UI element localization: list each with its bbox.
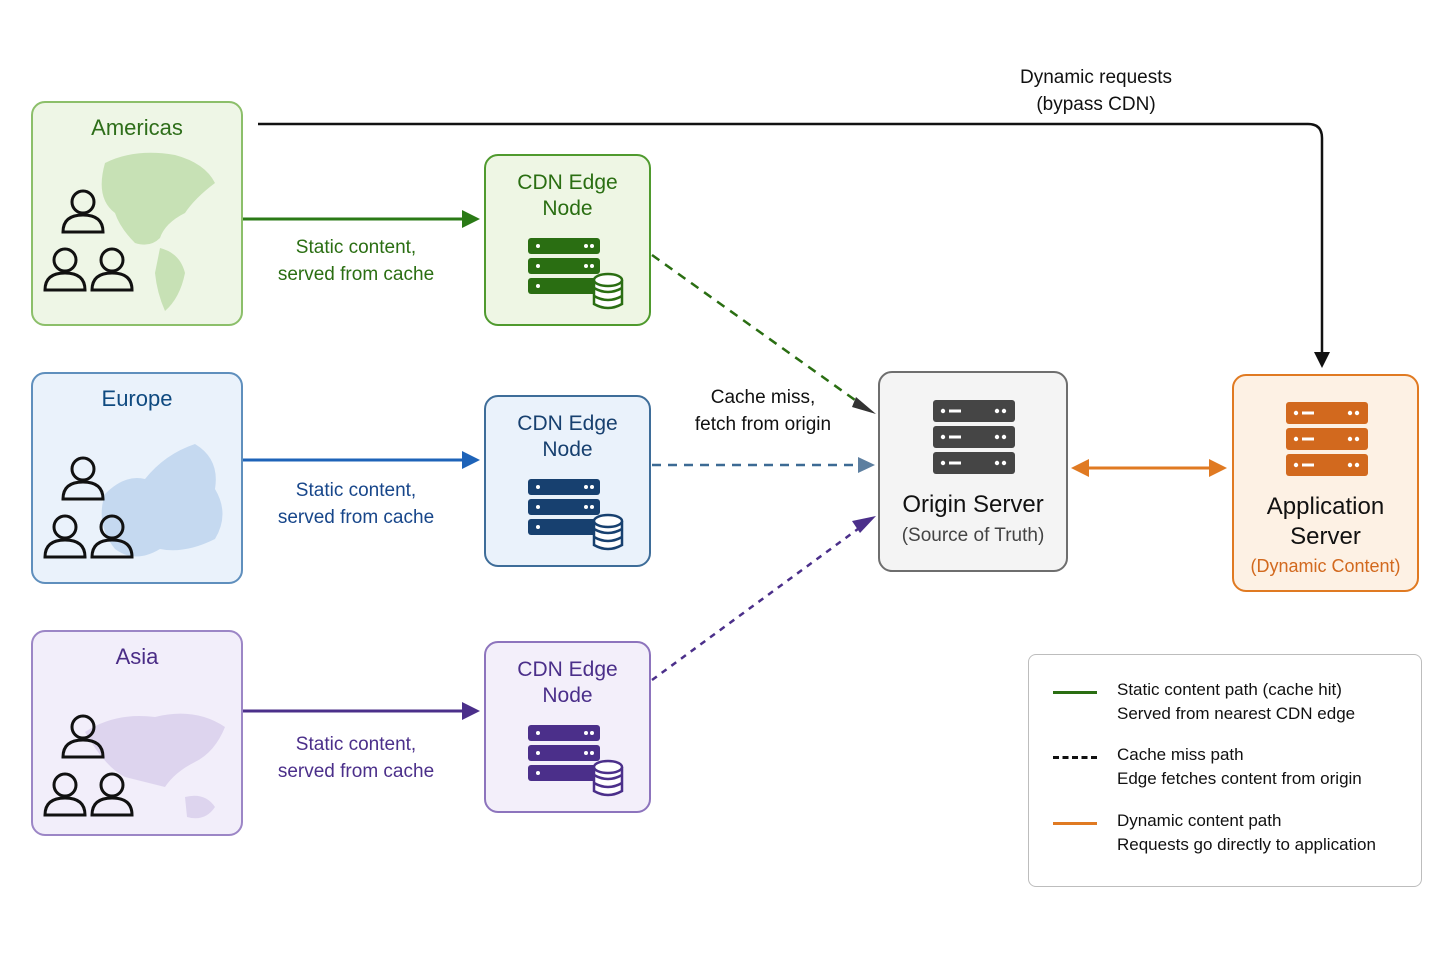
server-stack-icon xyxy=(528,479,624,551)
database-icon xyxy=(592,272,624,310)
region-title: Asia xyxy=(115,644,159,669)
cdn-edge-node-asia: CDN Edge Node xyxy=(484,641,651,813)
region-americas: Americas xyxy=(31,101,243,326)
users-icon xyxy=(43,189,134,292)
americas-static-arrowhead xyxy=(462,210,480,228)
cdn-edge-node-europe: CDN Edge Node xyxy=(484,395,651,567)
static-content-label-americas: Static content, served from cache xyxy=(252,234,460,288)
world-map-icon xyxy=(101,152,215,311)
asia-cache-miss-line xyxy=(651,524,863,682)
europe-static-arrowhead xyxy=(462,451,480,469)
app-server-title-line1: Application xyxy=(1266,493,1385,520)
legend-item-desc: Served from nearest CDN edge xyxy=(1117,704,1356,723)
edge-node-title-line1: CDN Edge xyxy=(517,412,618,435)
origin-server: Origin Server (Source of Truth) xyxy=(878,371,1068,572)
legend-solid-green-swatch xyxy=(1053,691,1097,694)
server-stack-icon xyxy=(933,400,1015,474)
app-server-subtitle: (Dynamic Content) xyxy=(1250,556,1401,576)
dynamic-requests-label: Dynamic requests (bypass CDN) xyxy=(990,64,1202,118)
americas-cache-miss-line xyxy=(651,253,863,407)
static-content-label-europe: Static content, served from cache xyxy=(252,477,460,531)
users-icon xyxy=(43,714,134,817)
static-label-line2: served from cache xyxy=(277,761,435,782)
legend-item-cache-miss: Cache miss path Edge fetches content fro… xyxy=(1117,743,1362,791)
region-title: Americas xyxy=(91,115,183,140)
legend-item-desc: Requests go directly to application xyxy=(1117,835,1376,854)
cdn-edge-node-americas: CDN Edge Node xyxy=(484,154,651,326)
legend-solid-orange-swatch xyxy=(1053,822,1097,825)
dynamic-label-line1: Dynamic requests xyxy=(1019,67,1173,88)
legend-item-static: Static content path (cache hit) Served f… xyxy=(1117,678,1355,726)
legend-item-desc: Edge fetches content from origin xyxy=(1117,769,1362,788)
app-server-title: Application Server xyxy=(1234,492,1417,552)
edge-node-title-line2: Node xyxy=(542,197,593,220)
origin-app-arrowhead-right xyxy=(1209,459,1227,477)
edge-node-title-line2: Node xyxy=(542,684,593,707)
legend-item-title: Static content path (cache hit) xyxy=(1117,680,1342,699)
static-label-line2: served from cache xyxy=(277,507,435,528)
server-stack-icon xyxy=(1286,402,1368,476)
cache-miss-line1: Cache miss, xyxy=(710,387,816,408)
server-stack-icon xyxy=(528,238,624,310)
dynamic-label-line2: (bypass CDN) xyxy=(1036,94,1156,115)
users-icon xyxy=(43,456,134,559)
static-label-line1: Static content, xyxy=(295,480,417,501)
edge-node-title: CDN Edge Node xyxy=(486,170,649,222)
europe-cache-miss-arrowhead xyxy=(858,457,875,473)
region-europe: Europe xyxy=(31,372,243,584)
dynamic-request-line xyxy=(258,122,1324,352)
edge-node-title: CDN Edge Node xyxy=(486,657,649,709)
cache-miss-line2: fetch from origin xyxy=(694,414,832,435)
static-label-line1: Static content, xyxy=(295,237,417,258)
static-label-line2: served from cache xyxy=(277,264,435,285)
origin-app-arrowhead-left xyxy=(1071,459,1089,477)
world-map-icon xyxy=(85,713,225,819)
dynamic-request-arrowhead xyxy=(1314,352,1330,368)
edge-node-title-line1: CDN Edge xyxy=(517,171,618,194)
edge-node-title: CDN Edge Node xyxy=(486,411,649,463)
edge-node-title-line1: CDN Edge xyxy=(517,658,618,681)
legend-item-dynamic: Dynamic content path Requests go directl… xyxy=(1117,809,1376,857)
region-title: Europe xyxy=(101,386,173,411)
legend-item-title: Dynamic content path xyxy=(1117,811,1282,830)
cache-miss-label: Cache miss, fetch from origin xyxy=(668,384,858,438)
server-stack-icon xyxy=(528,725,624,797)
origin-subtitle: (Source of Truth) xyxy=(901,525,1045,546)
legend-dashed-swatch xyxy=(1053,756,1097,759)
world-map-icon xyxy=(101,444,223,557)
static-label-line1: Static content, xyxy=(295,734,417,755)
database-icon xyxy=(592,513,624,551)
asia-cache-miss-arrowhead xyxy=(852,516,876,533)
legend: Static content path (cache hit) Served f… xyxy=(1028,654,1422,887)
database-icon xyxy=(592,759,624,797)
application-server: Application Server (Dynamic Content) xyxy=(1232,374,1419,592)
asia-static-arrowhead xyxy=(462,702,480,720)
americas-cache-miss-arrowhead xyxy=(852,397,876,414)
region-asia: Asia xyxy=(31,630,243,836)
edge-node-title-line2: Node xyxy=(542,438,593,461)
app-server-title-line2: Server xyxy=(1290,523,1361,550)
origin-title: Origin Server xyxy=(902,491,1044,518)
static-content-label-asia: Static content, served from cache xyxy=(252,731,460,785)
legend-item-title: Cache miss path xyxy=(1117,745,1244,764)
